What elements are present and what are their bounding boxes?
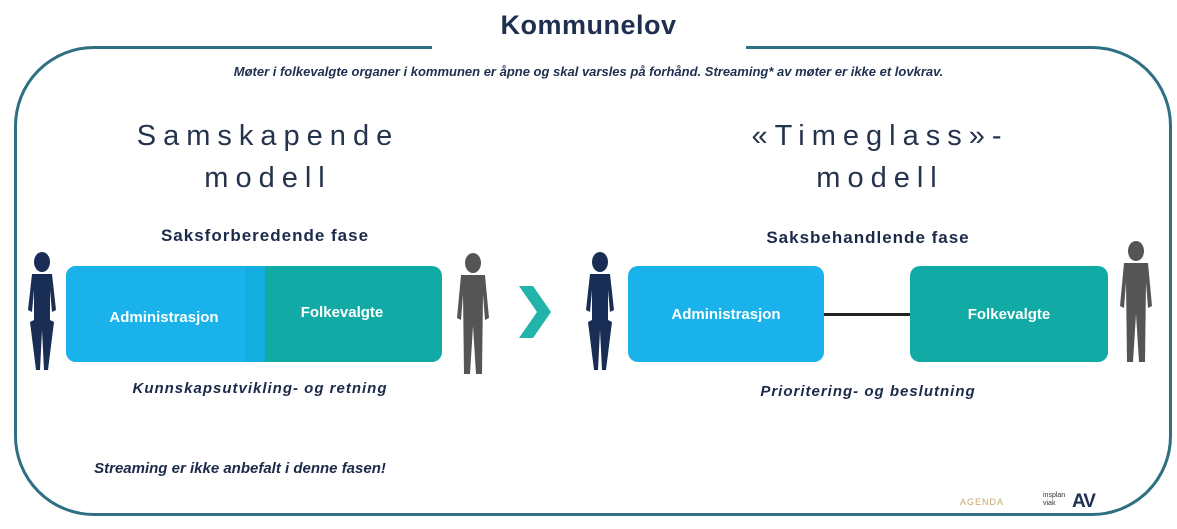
box-overlap-band (245, 266, 265, 362)
left-phase-title: Saksforberedende fase (160, 226, 370, 245)
right-admin-box: Administrasjon (628, 266, 824, 362)
av-logo: AV (1072, 491, 1096, 512)
left-caption: Kunnskapsutvikling- og retning (132, 380, 388, 397)
man-figure-icon (457, 253, 489, 374)
left-admin-box: Administrasjon (66, 266, 262, 362)
insplan-logo-line2: viak (1043, 500, 1056, 507)
woman-figure-icon (28, 252, 56, 370)
right-phase-title: Saksbehandlende fase (766, 228, 970, 247)
left-folk-label: Folkevalgte (300, 303, 384, 321)
chevron-right-icon (519, 286, 551, 338)
right-caption: Prioritering- og beslutning (760, 383, 976, 400)
woman-figure-icon (586, 252, 614, 370)
insplan-logo: insplan viak (1043, 492, 1065, 508)
connector-line (824, 313, 910, 316)
page-title: Kommunelov (500, 10, 677, 40)
left-model-title-line2: modell (204, 162, 332, 194)
agenda-logo: AGENDA (960, 497, 1005, 507)
man-figure-icon (1120, 241, 1152, 362)
left-admin-label: Administrasjon (109, 308, 219, 326)
right-model-title-line1: «Timeglass»- (751, 120, 1009, 152)
left-folk-label-wrap: Folkevalgte (262, 266, 422, 358)
insplan-logo-line1: insplan (1043, 492, 1066, 499)
streaming-note: Streaming er ikke anbefalt i denne fasen… (94, 460, 386, 477)
right-folk-box: Folkevalgte (910, 266, 1108, 362)
notice-text: Møter i folkevalgte organer i kommunen e… (233, 64, 944, 79)
right-model-title-line2: modell (816, 162, 944, 194)
title-mask (432, 30, 746, 60)
left-model-title-line1: Samskapende (136, 120, 400, 152)
right-folk-label: Folkevalgte (967, 305, 1051, 323)
right-admin-label: Administrasjon (671, 305, 781, 323)
